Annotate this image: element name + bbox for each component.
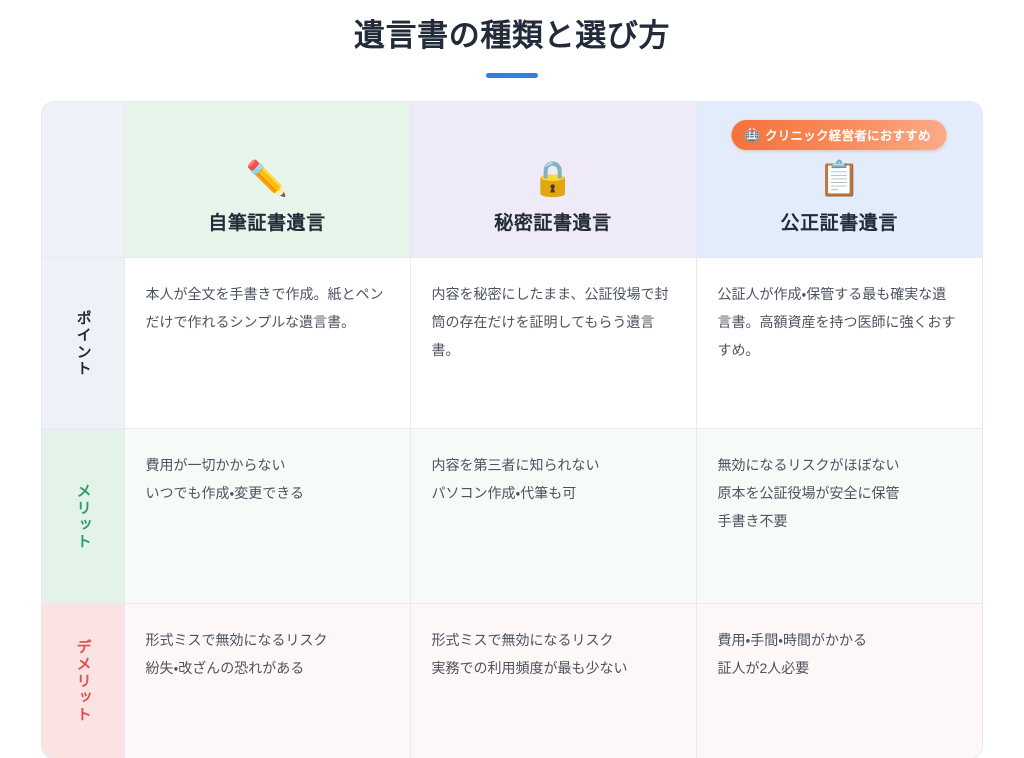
column-header-jihitsu: ✏️ 自筆証書遺言 xyxy=(124,102,411,259)
row-label-merit: メリット xyxy=(42,428,125,605)
cell-point-jihitsu: 本人が全文を手書きで作成。紙とペンだけで作れるシンプルな遺言書。 xyxy=(124,257,411,430)
list-item: 原本を公証役場が安全に保管 xyxy=(717,485,900,502)
list-item: 費用・手間・時間がかかる xyxy=(717,632,868,649)
list-item: 証人が2人必要 xyxy=(717,660,810,677)
list-item: 形式ミスで無効になるリスク xyxy=(145,632,328,649)
list-item: パソコン作成・代筆も可 xyxy=(431,485,577,502)
cell-demerit-jihitsu: 形式ミスで無効になるリスク 紛失・改ざんの恐れがある xyxy=(124,603,411,758)
cell-merit-himitsu: 内容を第三者に知られない パソコン作成・代筆も可 xyxy=(410,428,697,605)
pencil-icon: ✏️ xyxy=(245,160,289,199)
list-item: 紛失・改ざんの恐れがある xyxy=(145,660,305,677)
list-item: 形式ミスで無効になるリスク xyxy=(431,632,614,649)
table-body: ポイント 本人が全文を手書きで作成。紙とペンだけで作れるシンプルな遺言書。 内容… xyxy=(42,257,982,758)
list-item: 費用が一切かからない xyxy=(145,457,286,474)
table-corner-cell xyxy=(42,102,125,259)
recommended-badge: 🏥 クリニック経営者におすすめ xyxy=(731,120,947,151)
list-item: 手書き不要 xyxy=(717,513,788,530)
demerit-list-jihitsu: 形式ミスで無効になるリスク 紛失・改ざんの恐れがある xyxy=(146,626,386,682)
row-label-point-text: ポイント xyxy=(74,309,92,377)
column-header-himitsu: 🔒 秘密証書遺言 xyxy=(410,102,697,259)
hospital-icon: 🏥 xyxy=(744,127,760,142)
cell-demerit-kosei: 費用・手間・時間がかかる 証人が2人必要 xyxy=(696,603,982,758)
merit-list-kosei: 無効になるリスクがほぼない 原本を公証役場が安全に保管 手書き不要 xyxy=(718,451,959,535)
row-label-point: ポイント xyxy=(42,257,125,430)
cell-merit-kosei: 無効になるリスクがほぼない 原本を公証役場が安全に保管 手書き不要 xyxy=(696,428,982,605)
title-underline-accent xyxy=(486,73,538,79)
table-header: ✏️ 自筆証書遺言 🔒 秘密証書遺言 🏥 xyxy=(42,102,982,259)
merit-list-jihitsu: 費用が一切かからない いつでも作成・変更できる xyxy=(146,451,386,507)
recommended-badge-label: クリニック経営者におすすめ xyxy=(764,129,931,144)
table-row: ポイント 本人が全文を手書きで作成。紙とペンだけで作れるシンプルな遺言書。 内容… xyxy=(42,257,982,430)
merit-list-himitsu: 内容を第三者に知られない パソコン作成・代筆も可 xyxy=(432,451,672,507)
page-header: 遺言書の種類と選び方 xyxy=(0,0,1024,79)
will-comparison-table-container: ✏️ 自筆証書遺言 🔒 秘密証書遺言 🏥 xyxy=(42,102,982,758)
list-item: 無効になるリスクがほぼない xyxy=(717,457,900,474)
cell-point-kosei: 公証人が作成・保管する最も確実な遺言書。高額資産を持つ医師に強くおすすめ。 xyxy=(696,257,982,430)
cell-text: 本人が全文を手書きで作成。紙とペンだけで作れるシンプルな遺言書。 xyxy=(145,286,384,331)
demerit-list-himitsu: 形式ミスで無効になるリスク 実務での利用頻度が最も少ない xyxy=(432,626,672,682)
table-row: メリット 費用が一切かからない いつでも作成・変更できる 内容を第三者に知られな… xyxy=(42,428,982,605)
column-title-himitsu: 秘密証書遺言 xyxy=(494,213,612,235)
list-item: 内容を第三者に知られない xyxy=(431,457,600,474)
column-title-kosei: 公正証書遺言 xyxy=(780,213,898,235)
page-title: 遺言書の種類と選び方 xyxy=(353,18,671,53)
row-label-merit-text: メリット xyxy=(74,482,92,550)
demerit-list-kosei: 費用・手間・時間がかかる 証人が2人必要 xyxy=(718,626,959,682)
list-item: いつでも作成・変更できる xyxy=(145,485,304,502)
clipboard-icon: 📋 xyxy=(818,160,861,199)
lock-icon: 🔒 xyxy=(531,160,575,199)
will-comparison-table: ✏️ 自筆証書遺言 🔒 秘密証書遺言 🏥 xyxy=(42,102,982,758)
row-label-demerit-text: デメリット xyxy=(74,639,92,724)
cell-text: 公証人が作成・保管する最も確実な遺言書。高額資産を持つ医師に強くおすすめ。 xyxy=(717,286,956,359)
cell-point-himitsu: 内容を秘密にしたまま、公証役場で封筒の存在だけを証明してもらう遺言書。 xyxy=(410,257,697,430)
column-header-kosei: 🏥 クリニック経営者におすすめ 📋 公正証書遺言 xyxy=(696,102,982,259)
list-item: 実務での利用頻度が最も少ない xyxy=(431,660,628,677)
cell-demerit-himitsu: 形式ミスで無効になるリスク 実務での利用頻度が最も少ない xyxy=(410,603,697,758)
row-label-demerit: デメリット xyxy=(42,603,125,758)
cell-merit-jihitsu: 費用が一切かからない いつでも作成・変更できる xyxy=(124,428,411,605)
table-header-row: ✏️ 自筆証書遺言 🔒 秘密証書遺言 🏥 xyxy=(42,102,982,259)
table-row: デメリット 形式ミスで無効になるリスク 紛失・改ざんの恐れがある 形式ミスで無効… xyxy=(42,603,982,758)
column-title-jihitsu: 自筆証書遺言 xyxy=(208,213,326,235)
cell-text: 内容を秘密にしたまま、公証役場で封筒の存在だけを証明してもらう遺言書。 xyxy=(431,286,669,359)
